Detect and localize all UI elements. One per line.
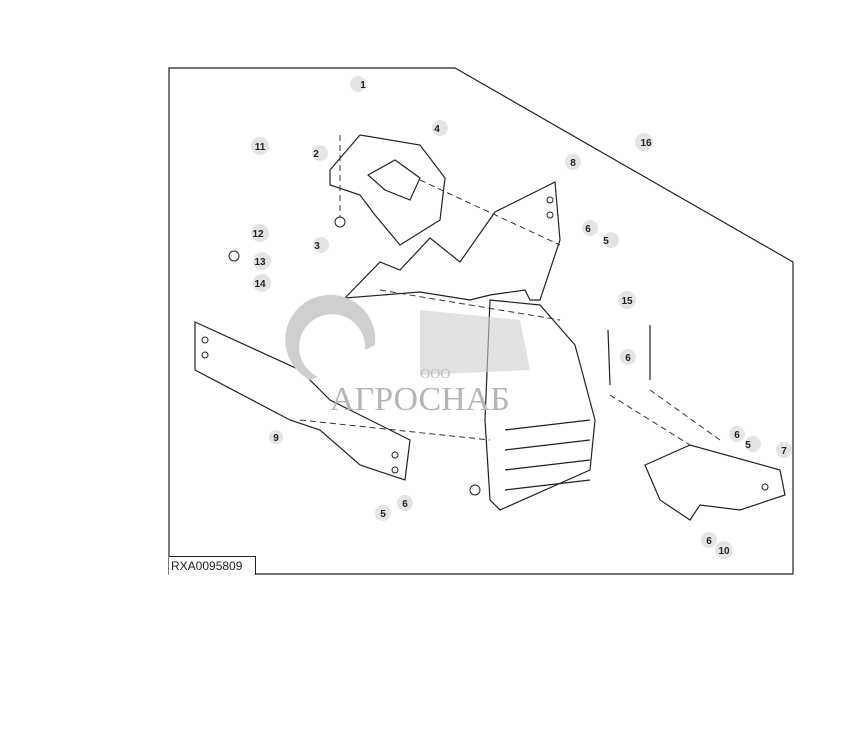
callout: 6 [582, 220, 598, 236]
svg-text:5: 5 [745, 440, 751, 451]
svg-text:5: 5 [380, 509, 386, 520]
svg-text:15: 15 [621, 296, 633, 307]
callout: 5 [603, 232, 619, 248]
svg-text:4: 4 [434, 124, 440, 135]
svg-text:14: 14 [254, 279, 266, 290]
callout: 5 [375, 505, 391, 521]
svg-text:11: 11 [255, 142, 266, 153]
callout: 3 [313, 237, 329, 253]
callout: 8 [565, 154, 581, 170]
frame-casting [343, 181, 561, 301]
svg-text:6: 6 [402, 499, 408, 510]
callout: 6 [397, 495, 413, 511]
callout: 6 [620, 349, 636, 365]
diagram-frame [168, 67, 794, 575]
side-rail-9 [194, 321, 411, 481]
bolts-15 [607, 325, 651, 386]
svg-text:16: 16 [640, 138, 652, 149]
bracket-7 [644, 444, 786, 521]
svg-text:5: 5 [603, 236, 609, 247]
callout: 5 [745, 436, 761, 452]
svg-text:9: 9 [273, 433, 279, 444]
svg-text:1: 1 [360, 80, 366, 91]
svg-text:3: 3 [314, 241, 320, 252]
callout: 14 [253, 274, 271, 292]
callout: 11 [251, 137, 269, 155]
svg-text:12: 12 [252, 229, 264, 240]
svg-text:6: 6 [585, 224, 591, 235]
watermark-prefix: ООО [420, 367, 450, 382]
svg-text:13: 13 [254, 257, 266, 268]
callout: 9 [269, 430, 283, 444]
svg-text:8: 8 [570, 158, 576, 169]
callout: 16 [635, 133, 653, 151]
callout: 13 [253, 252, 271, 270]
svg-text:6: 6 [625, 353, 631, 364]
callout: 4 [432, 120, 448, 136]
agrosnab-watermark-logo: ООО АГРОСНАБ [285, 294, 530, 418]
figure-id-label: RXA0095809 [169, 556, 256, 575]
callout: 1 [350, 76, 366, 92]
callout: 12 [251, 224, 269, 242]
callout: 6 [701, 532, 717, 548]
callout: 10 [715, 541, 733, 559]
callout: 2 [312, 145, 328, 161]
svg-text:6: 6 [706, 536, 712, 547]
svg-text:7: 7 [781, 446, 787, 457]
holes [201, 196, 769, 496]
callout: 6 [729, 426, 745, 442]
callout: 7 [776, 442, 792, 458]
bracket-4 [329, 134, 446, 246]
svg-text:10: 10 [718, 546, 730, 557]
callout: 15 [618, 291, 636, 309]
svg-text:6: 6 [734, 430, 740, 441]
watermark-name: АГРОСНАБ [330, 381, 510, 418]
support-grid [504, 419, 591, 491]
svg-text:2: 2 [313, 149, 319, 160]
